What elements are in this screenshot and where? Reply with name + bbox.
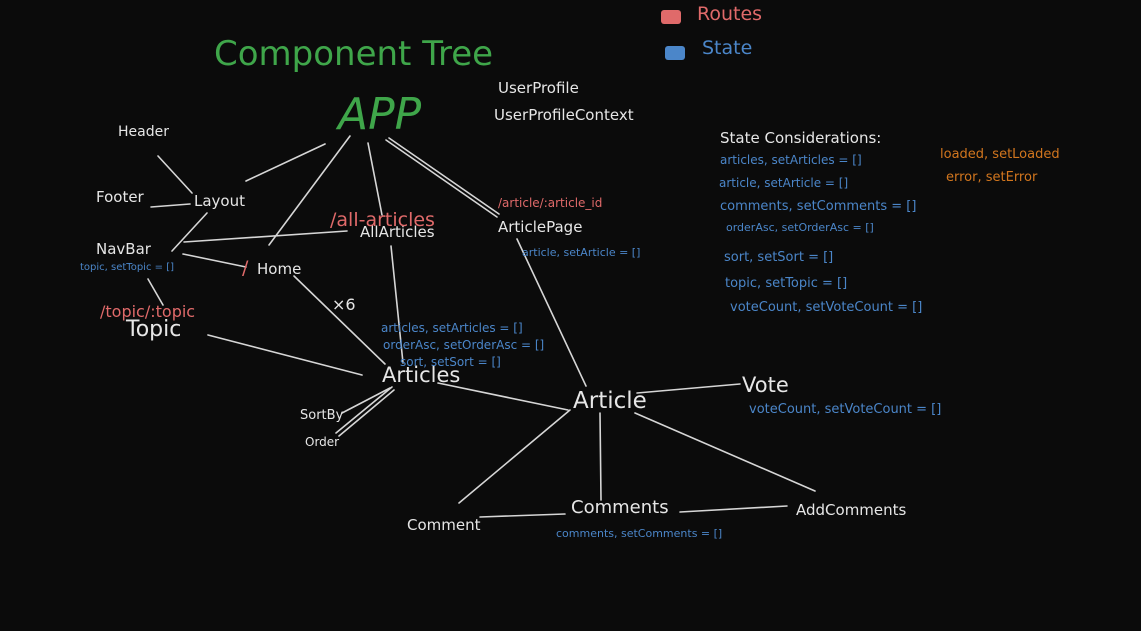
node-navbar: NavBar — [96, 240, 151, 258]
state-articles-1: articles, setArticles = [] — [381, 321, 523, 335]
consideration-item: article, setArticle = [] — [719, 176, 849, 190]
node-articles: Articles — [382, 363, 461, 387]
edge-home-articles — [293, 275, 386, 365]
node-all-articles: AllArticles — [360, 223, 435, 241]
state-article-page: article, setArticle = [] — [522, 246, 641, 259]
edge-comments-addcomments — [679, 505, 788, 513]
legend-routes-label: Routes — [697, 3, 763, 25]
node-app: APP — [338, 89, 422, 140]
edge-allarticles-articles — [390, 245, 404, 364]
node-footer: Footer — [96, 188, 144, 206]
edge-footer-layout — [150, 203, 191, 208]
node-topic: Topic — [126, 317, 182, 342]
node-comment: Comment — [407, 516, 481, 534]
node-add-comments: AddComments — [796, 501, 907, 519]
edge-articlepage-article — [516, 238, 587, 387]
status-loaded: loaded, setLoaded — [940, 147, 1060, 162]
edge-layout-navbar — [171, 212, 208, 252]
edge-article-comment — [458, 409, 571, 504]
consideration-item: sort, setSort = [] — [724, 250, 834, 265]
edge-app-layout — [245, 143, 326, 182]
node-user-profile-context: UserProfileContext — [494, 106, 634, 124]
legend-routes-swatch — [661, 10, 681, 24]
edge-article-vote — [636, 383, 741, 394]
edge-navbar-allarticles — [183, 230, 348, 243]
consideration-item: comments, setComments = [] — [720, 199, 917, 214]
node-order: Order — [305, 435, 340, 449]
status-error: error, setError — [946, 170, 1038, 185]
edge-articles-order-b — [338, 389, 395, 437]
edge-app-articlepage-b — [388, 137, 500, 215]
edge-header-layout — [157, 155, 193, 194]
legend-state-label: State — [702, 37, 753, 59]
route-home: / — [242, 257, 249, 279]
multiplier-label: ×6 — [332, 295, 356, 314]
edge-comment-comments — [479, 513, 566, 518]
edge-app-home — [268, 135, 351, 246]
edge-topic-articles — [207, 334, 363, 376]
edge-article-addcomments — [634, 412, 816, 492]
node-article-page: ArticlePage — [498, 218, 583, 236]
node-home: Home — [257, 260, 302, 278]
route-topic: /topic/:topic — [100, 302, 196, 321]
node-comments: Comments — [571, 497, 669, 518]
consideration-item: articles, setArticles = [] — [720, 153, 862, 167]
edge-navbar-home — [182, 253, 247, 268]
legend-state-swatch — [665, 46, 685, 60]
considerations-heading: State Considerations: — [720, 129, 882, 147]
state-articles-2: orderAsc, setOrderAsc = [] — [383, 338, 545, 352]
node-article: Article — [573, 388, 647, 414]
node-layout: Layout — [194, 192, 245, 210]
state-comments: comments, setComments = [] — [556, 527, 723, 540]
edge-app-allarticles — [367, 142, 383, 216]
edge-articles-sortby — [341, 387, 391, 414]
edge-articles-order-a — [335, 386, 393, 434]
node-user-profile: UserProfile — [498, 79, 579, 97]
consideration-item: voteCount, setVoteCount = [] — [730, 300, 923, 315]
consideration-item: topic, setTopic = [] — [725, 276, 848, 291]
consideration-item: orderAsc, setOrderAsc = [] — [726, 221, 874, 234]
state-navbar: topic, setTopic = [] — [80, 262, 174, 273]
diagram-title: Component Tree — [214, 34, 494, 74]
edge-article-comments — [599, 412, 602, 501]
node-sort-by: SortBy — [300, 408, 344, 423]
edge-navbar-topic — [147, 278, 164, 306]
route-all-articles: /all-articles — [330, 209, 435, 231]
edge-articles-article — [437, 382, 569, 411]
edge-app-articlepage-a — [385, 139, 498, 218]
node-vote: Vote — [742, 373, 789, 397]
state-articles-3: sort, setSort = [] — [400, 355, 501, 369]
node-header: Header — [118, 124, 169, 140]
route-article: /article/:article_id — [498, 196, 603, 210]
state-vote: voteCount, setVoteCount = [] — [749, 402, 942, 417]
